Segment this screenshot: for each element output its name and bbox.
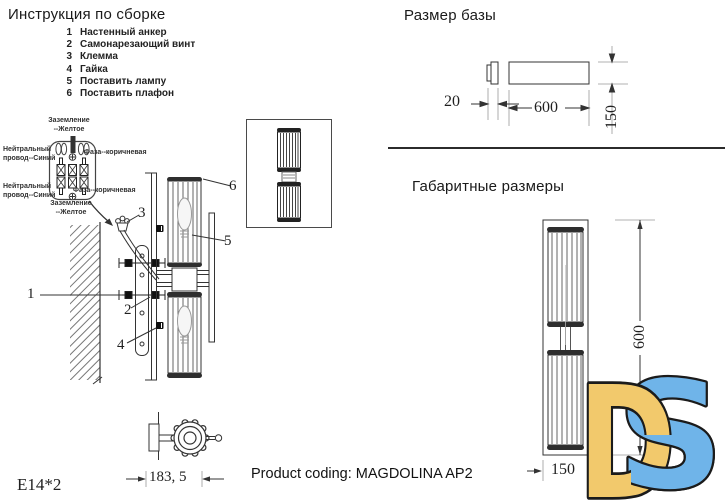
callout-2: 2 xyxy=(124,302,132,318)
bulb-icon xyxy=(177,305,192,344)
base-size-drawing xyxy=(471,46,628,134)
label-neutral-top: Нейтральный провод--Синий xyxy=(3,146,56,162)
shade-top xyxy=(167,177,202,267)
width-dimension xyxy=(527,460,544,481)
label-ground-bottom: Заземление --Желтое xyxy=(50,200,92,216)
depth-dim-label: 183, 5 xyxy=(149,469,187,485)
section-divider xyxy=(388,147,725,149)
top-view-drawing xyxy=(126,412,224,487)
shade-bottom xyxy=(167,292,202,378)
item-number: 2 xyxy=(66,39,72,51)
ds-logo: S D S xyxy=(576,348,725,500)
item-number: 3 xyxy=(66,51,72,63)
front-shade-bottom xyxy=(547,350,584,450)
parts-list: 1 Настенный анкер 2 Самонарезающий винт … xyxy=(62,27,195,100)
assembly-drawing xyxy=(40,172,232,385)
base-depth-dim: 20 xyxy=(444,93,460,110)
list-item: 3 Клемма xyxy=(62,51,195,63)
callout-3: 3 xyxy=(138,205,146,221)
list-item: 1 Настенный анкер xyxy=(62,27,195,39)
nut-screws xyxy=(156,225,164,329)
item-label: Клемма xyxy=(80,51,118,63)
item-label: Поставить плафон xyxy=(80,88,175,100)
base-front xyxy=(508,61,590,85)
label-phase-bottom: Фаза--коричневая xyxy=(73,187,136,194)
overall-size-drawing xyxy=(527,219,655,481)
arm-bars xyxy=(156,270,209,287)
item-label: Настенный анкер xyxy=(80,27,167,38)
item-number: 6 xyxy=(66,88,72,100)
terminal-block xyxy=(56,157,89,195)
list-item: 6 Поставить плафон xyxy=(62,88,195,100)
ground-screw-top xyxy=(68,153,77,161)
base-height-dim: 150 xyxy=(603,105,620,129)
callout-1: 1 xyxy=(27,286,35,302)
base-size-title: Размер базы xyxy=(404,7,497,24)
list-item: 4 Гайка xyxy=(62,64,195,76)
callout-leaders xyxy=(40,178,232,344)
logo-letter-d: D xyxy=(578,354,676,500)
base-profile xyxy=(486,61,499,85)
label-neutral-bottom: Нейтральный провод--Синий xyxy=(3,183,56,199)
base-length-dim: 600 xyxy=(534,99,558,116)
ground-screw-bottom xyxy=(68,192,77,201)
dimension-arrows xyxy=(471,53,616,112)
callout-4: 4 xyxy=(117,337,125,353)
label-phase-top: Фаза--коричневая xyxy=(84,149,147,156)
item-label: Самонарезающий винт xyxy=(80,39,196,51)
item-number: 4 xyxy=(66,63,72,75)
item-label: Гайка xyxy=(80,63,108,75)
diffuser-plate xyxy=(208,212,215,343)
label-ground-top: Заземление --Желтое xyxy=(48,117,90,133)
item-number: 1 xyxy=(66,27,72,38)
wall xyxy=(70,222,103,385)
callout-6: 6 xyxy=(229,178,237,194)
center-box xyxy=(171,267,198,292)
overall-size-title: Габаритные размеры xyxy=(412,178,565,195)
bulb-icon xyxy=(177,197,192,238)
list-item: 5 Поставить лампу xyxy=(62,76,195,88)
detail-shade-drawing xyxy=(277,128,301,222)
socket-type: E14*2 xyxy=(17,475,62,494)
stems xyxy=(560,265,571,350)
phase-arrow xyxy=(88,200,113,226)
overall-width-dim: 150 xyxy=(551,461,575,478)
instructions-title: Инструкция по сборке xyxy=(8,6,166,23)
product-coding: Product coding: MAGDOLINA AP2 xyxy=(251,466,473,482)
height-dimension xyxy=(588,219,655,456)
wiring-diagram xyxy=(48,136,113,226)
logo-letter-s: S xyxy=(617,350,724,500)
detail-inset-box xyxy=(246,119,332,228)
wire-loops xyxy=(55,142,90,156)
item-label: Поставить лампу xyxy=(80,75,167,87)
list-item: 2 Самонарезающий винт xyxy=(62,39,195,51)
callout-5: 5 xyxy=(224,233,232,249)
shade-top-view xyxy=(170,419,210,457)
anchor-screws xyxy=(118,258,166,300)
wire-connector xyxy=(115,215,160,281)
ground-wire xyxy=(70,136,76,153)
back-plate xyxy=(145,172,157,381)
item-number: 5 xyxy=(66,75,72,87)
mounting-bracket xyxy=(135,245,149,356)
logo-letter-s-overlap: S xyxy=(617,350,724,500)
depth-dimension xyxy=(126,471,224,487)
